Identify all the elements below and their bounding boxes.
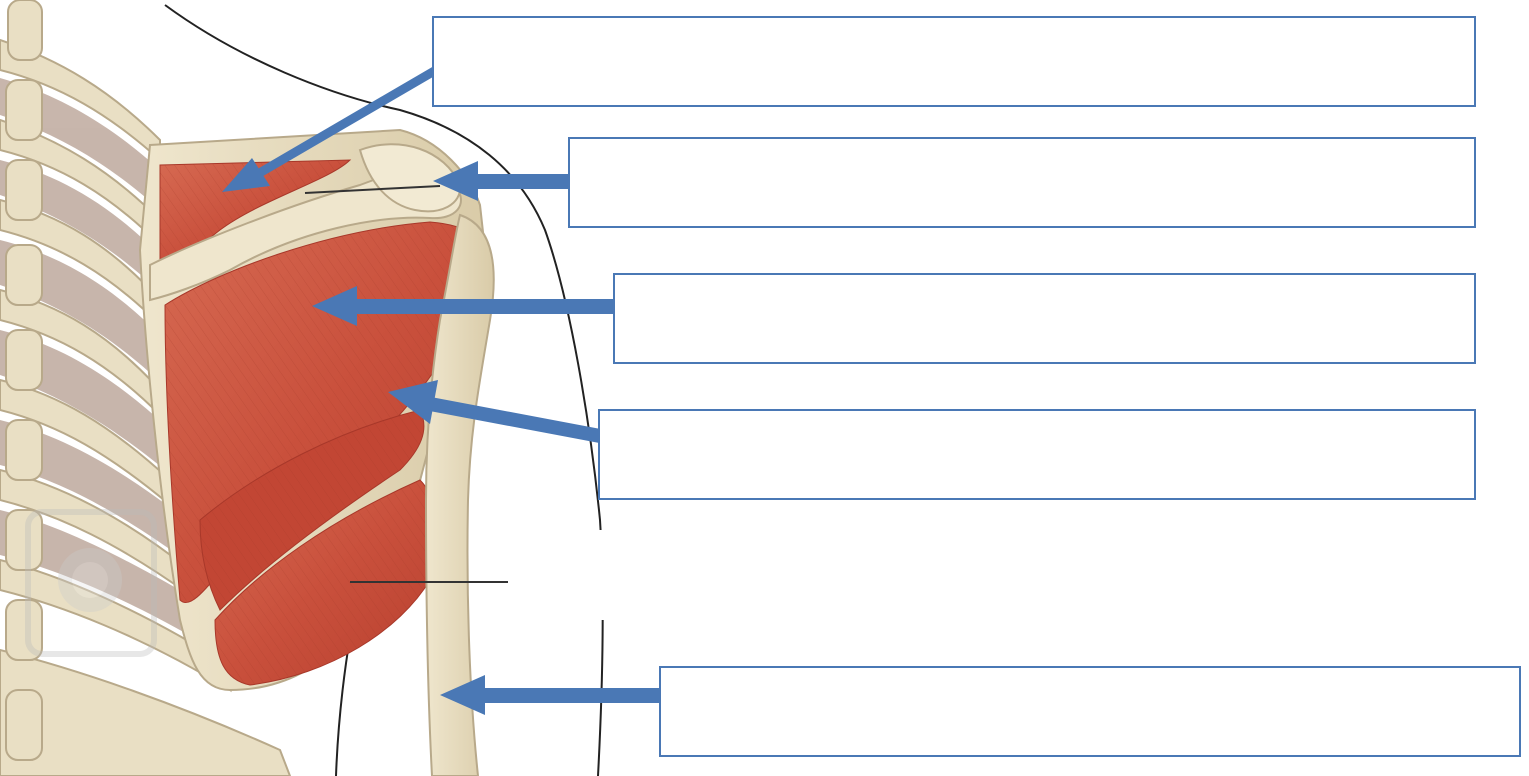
label-box-3[interactable] [613,273,1476,364]
vertebral-column [6,0,42,760]
blank-label-area [508,530,738,620]
arrow-2-shaft [470,174,570,189]
arrow-5-shaft [485,688,661,703]
label-box-5[interactable] [659,666,1521,757]
label-box-2[interactable] [568,137,1476,228]
label-box-1[interactable] [432,16,1476,107]
label-box-4[interactable] [598,409,1476,500]
arrow-3-shaft [350,299,615,314]
